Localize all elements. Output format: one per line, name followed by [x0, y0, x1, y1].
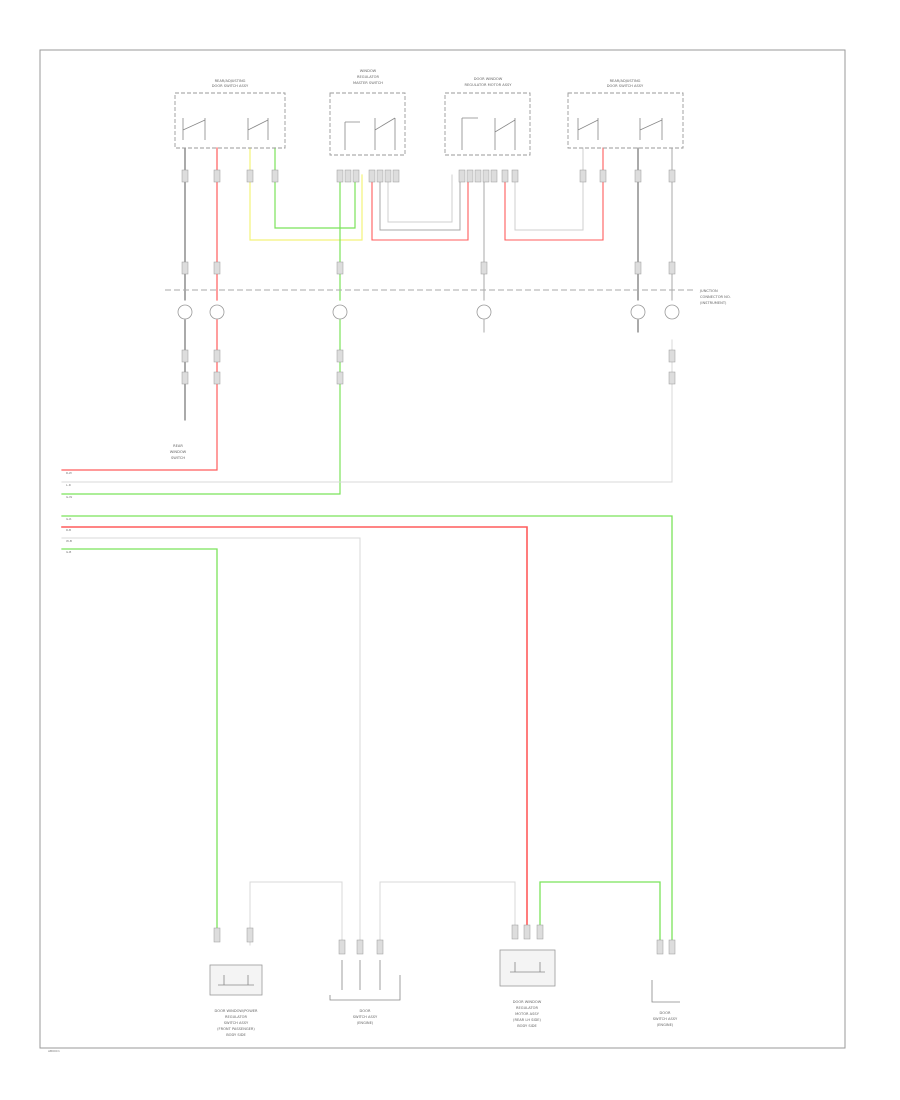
bottom-pin-markers [213, 924, 676, 955]
wire-label-row1: R-W [66, 471, 72, 475]
switch-top-left: REAR/ADJUSTING DOOR SWITCH ASSY [174, 79, 286, 149]
wire-white-4 [61, 537, 361, 946]
bottom-3-line4: (REAR LH SIDE) [513, 1018, 541, 1022]
wire-label-row4: G-R [66, 517, 72, 521]
bottom-2-line3: (ENGINE) [357, 1021, 374, 1025]
junction-label-2: CONNECTOR NO. [700, 295, 731, 299]
diagram-frame [39, 49, 846, 1049]
top-center-left-sub: REGULATOR [357, 75, 379, 79]
junction-terminals [177, 304, 680, 320]
wire-green-5 [539, 881, 661, 951]
switch-top-center-right: DOOR WINDOW REGULATOR MOTOR ASSY [444, 77, 531, 156]
junction-label-3: (INSTRUMENT) [700, 301, 727, 305]
bottom-3-line1: DOOR WINDOW [513, 1000, 542, 1004]
wire-white-6 [379, 881, 516, 946]
bottom-component-2: DOOR SWITCH ASSY (ENGINE) [329, 960, 401, 1025]
bottom-1-line3: SWITCH ASSY [224, 1021, 249, 1025]
wire-label-row2: L-R [66, 483, 71, 487]
bottom-4-line1: DOOR [660, 1011, 671, 1015]
bottom-4-line3: (ENGINE) [657, 1023, 674, 1027]
bottom-3-line2: REGULATOR [516, 1006, 538, 1010]
bottom-4-line2: SWITCH ASSY [653, 1017, 678, 1021]
wire-green-1 [274, 147, 356, 229]
bottom-1-line5: BODY SIDE [226, 1033, 246, 1037]
wire-white-3 [61, 339, 673, 483]
top-center-left-sub2: MASTER SWITCH [353, 81, 383, 85]
switch-top-center-left: WINDOW REGULATOR MASTER SWITCH [329, 69, 406, 156]
wire-red-4 [61, 526, 528, 926]
top-center-right-name: DOOR WINDOW [474, 77, 503, 81]
page-code: AB00C1 [48, 1049, 60, 1053]
left-note-3: SWITCH [171, 456, 185, 460]
wire-label-row6: W-B [66, 539, 72, 543]
wire-yellow-1 [249, 147, 363, 241]
wire-green-3 [61, 515, 673, 951]
top-left-name: REAR/ADJUSTING [215, 79, 246, 83]
pin-markers [181, 169, 676, 385]
wires [61, 147, 673, 951]
bottom-component-4: DOOR SWITCH ASSY (ENGINE) [651, 980, 680, 1027]
bottom-1-line4: (FRONT PASSENGER) [217, 1027, 255, 1031]
wire-label-column: R-W L-R G-W G-R R-B W-B G-B [66, 471, 72, 554]
wire-green-2 [61, 174, 341, 495]
wire-label-row3: G-W [66, 495, 72, 499]
wire-green-4 [61, 548, 218, 931]
wire-label-row5: R-B [66, 528, 71, 532]
top-left-sub: DOOR SWITCH ASSY [212, 84, 249, 88]
top-center-left-name: WINDOW [360, 69, 377, 73]
wire-red-1 [61, 147, 218, 471]
top-right-sub: DOOR SWITCH ASSY [607, 84, 644, 88]
bottom-3-line5: BODY SIDE [517, 1024, 537, 1028]
top-right-name: REAR/ADJUSTING [610, 79, 641, 83]
bottom-component-3: DOOR WINDOW REGULATOR MOTOR ASSY (REAR L… [499, 949, 556, 1028]
bottom-2-line2: SWITCH ASSY [353, 1015, 378, 1019]
wire-label-row7: G-B [66, 550, 71, 554]
wire-white-5 [249, 881, 343, 946]
wire-red-2 [371, 174, 469, 241]
bottom-1-line2: REGULATOR [225, 1015, 247, 1019]
top-center-right-sub: REGULATOR MOTOR ASSY [465, 83, 513, 87]
bottom-component-1: DOOR WINDOW/POWER REGULATOR SWITCH ASSY … [209, 964, 263, 1037]
bottom-1-line1: DOOR WINDOW/POWER [214, 1009, 258, 1013]
wire-gray-1 [379, 174, 461, 231]
bottom-3-line3: MOTOR ASSY [515, 1012, 540, 1016]
bottom-2-line1: DOOR [360, 1009, 371, 1013]
wire-white-2 [514, 147, 584, 231]
wire-red-3 [504, 147, 604, 241]
switch-top-right: REAR/ADJUSTING DOOR SWITCH ASSY [567, 79, 684, 149]
left-note-1: REAR [173, 444, 183, 448]
junction-label-1: JUNCTION [699, 289, 718, 293]
wire-white-1 [387, 174, 453, 223]
left-note-2: WINDOW [170, 450, 187, 454]
